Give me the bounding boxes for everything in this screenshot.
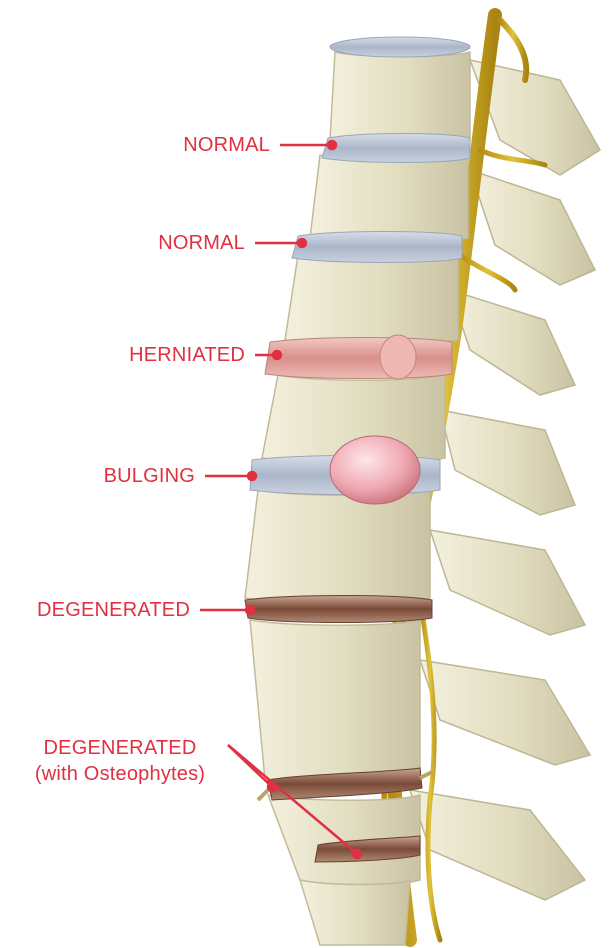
disc-top <box>330 37 470 57</box>
label-degenerated: DEGENERATED <box>10 598 190 622</box>
label-degenerated-osteophytes: DEGENERATED <box>10 736 230 760</box>
disc-degenerated-1 <box>245 596 432 623</box>
disc-normal-2 <box>292 232 462 263</box>
label-normal-1: NORMAL <box>100 133 270 157</box>
label-bulging: BULGING <box>40 464 195 488</box>
label-osteophytes-subtitle: (with Osteophytes) <box>10 762 230 786</box>
disc-herniated <box>265 335 452 379</box>
label-herniated: HERNIATED <box>60 343 245 367</box>
herniation <box>380 335 416 379</box>
disc-normal-1 <box>322 134 470 163</box>
label-normal-2: NORMAL <box>100 231 245 255</box>
bulge <box>330 436 420 504</box>
